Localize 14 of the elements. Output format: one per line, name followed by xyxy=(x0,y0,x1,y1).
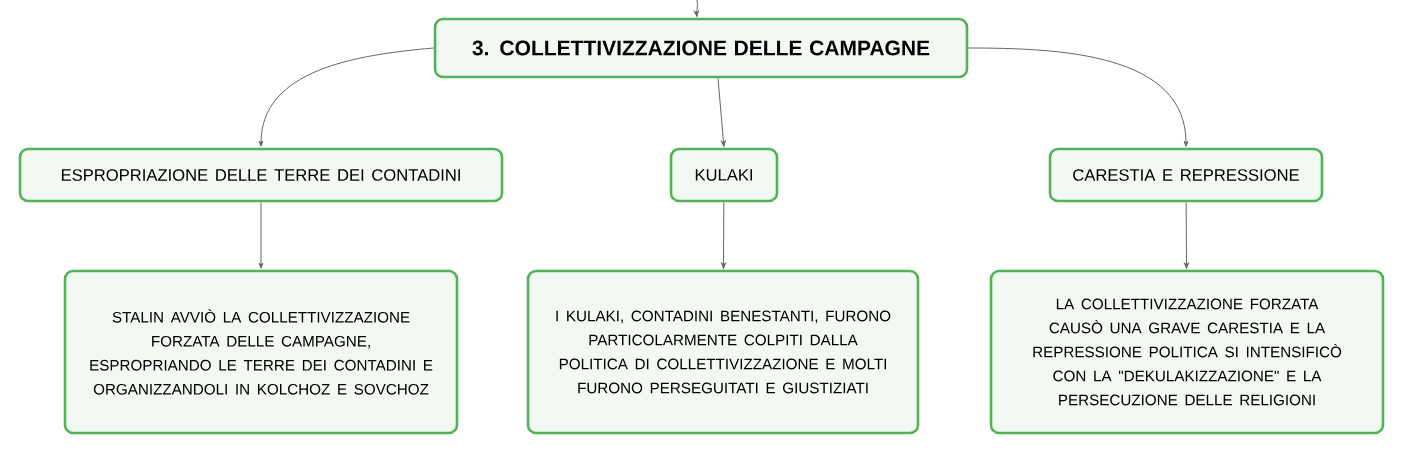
arrow xyxy=(967,47,1189,147)
arrow xyxy=(694,0,699,17)
arrow xyxy=(258,47,435,147)
topic-box: KULAKI xyxy=(669,147,779,203)
arrow xyxy=(717,77,726,147)
topic-box: ESPROPRIAZIONE DELLE TERRE DEI CONTADINI xyxy=(18,147,504,203)
arrow xyxy=(1184,201,1189,269)
topic-box: CARESTIA E REPRESSIONE xyxy=(1048,147,1324,203)
text-box: LA COLLETTIVIZZAZIONE FORZATA CAUSÒ UNA GRAVE CARESTIA E LA REPRESSIONE POLITICA SI INTENSIFICÒ CON LA "DEKULAKIZZAZIONE" E LA PERSECUZIONE DELLE RELIGIONI xyxy=(989,269,1385,435)
text-box: I KULAKI, CONTADINI BENESTANTI, FURONO PARTICOLARMENTE COLPITI DALLA POLITICA DI COLLETTIVIZZAZIONE E MOLTI FURONO PERSEGUITATI E GIUSTIZIATI xyxy=(526,269,920,435)
arrow xyxy=(258,201,264,269)
arrow xyxy=(721,201,726,269)
title-box: 3. COLLETTIVIZZAZIONE DELLE CAMPAGNE xyxy=(433,17,969,79)
text-box: STALIN AVVIÒ LA COLLETTIVIZZAZIONE FORZATA DELLE CAMPAGNE, ESPROPRIANDO LE TERRE DEI CONTADINI E ORGANIZZANDOLI IN KOLCHOZ E SOVCHOZ xyxy=(63,269,459,435)
